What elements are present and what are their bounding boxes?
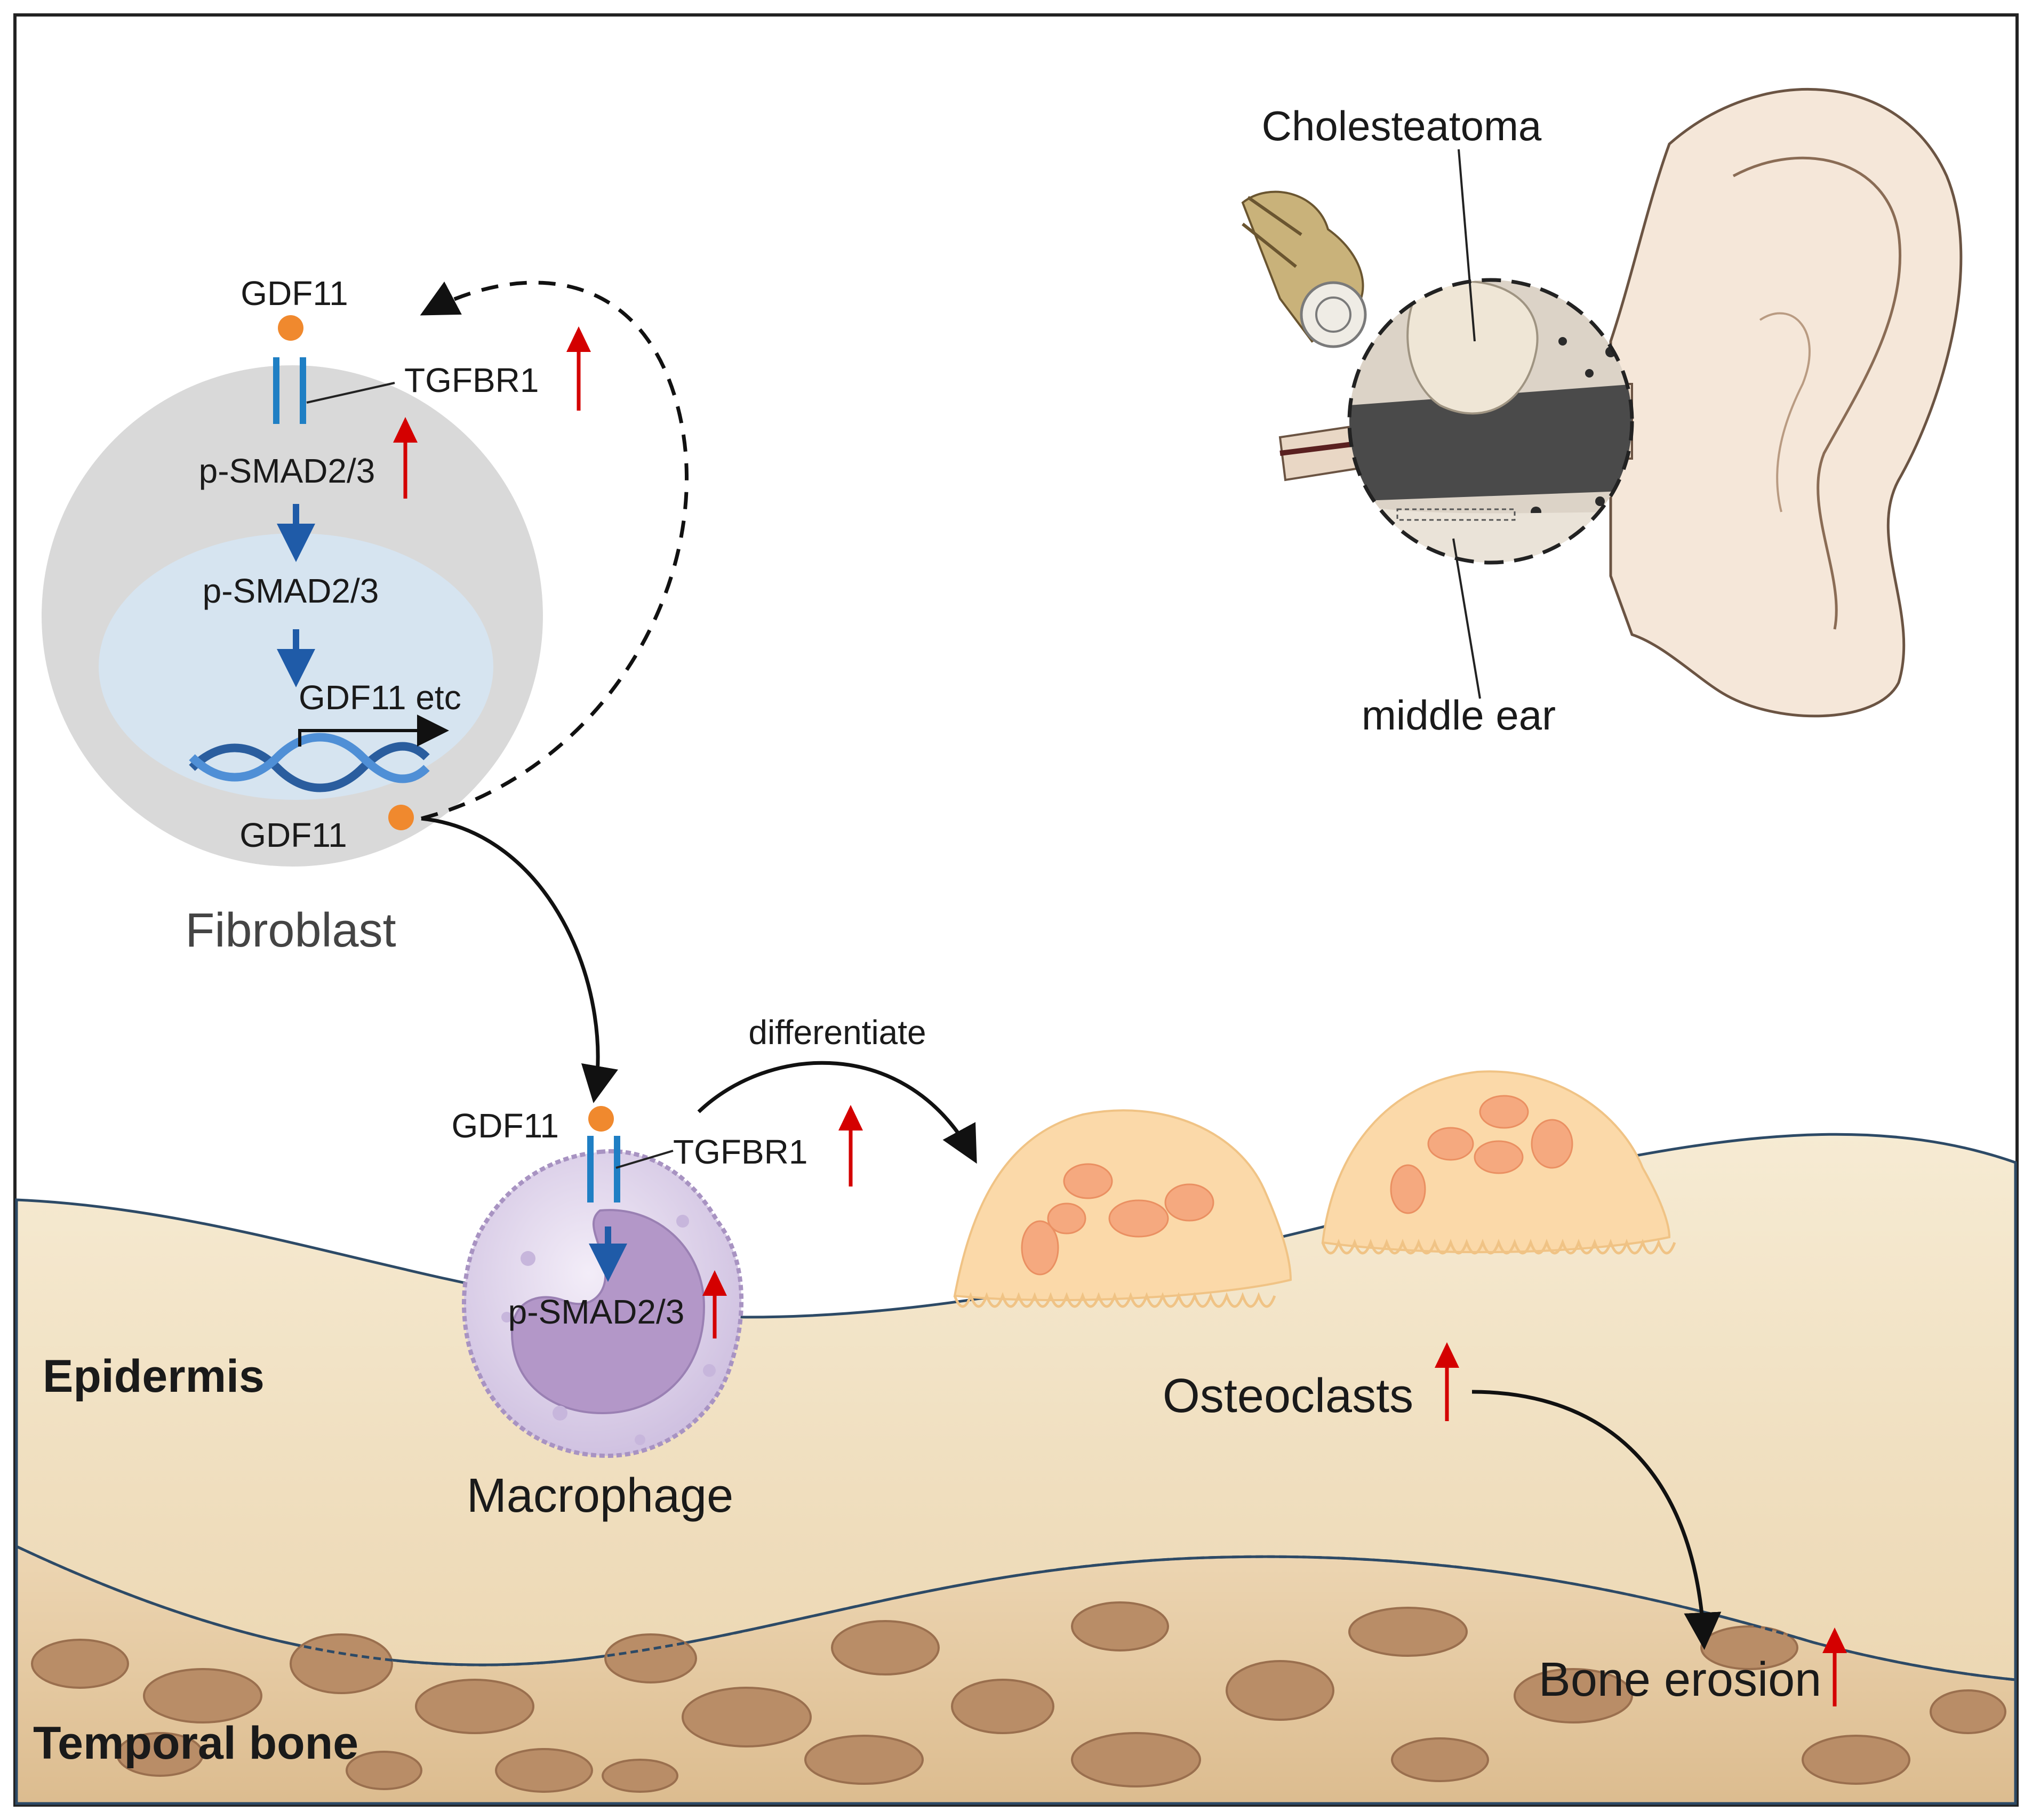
macrophage-label: Macrophage: [467, 1469, 733, 1522]
cholesteatoma-mass: [1406, 280, 1539, 415]
up-arrow-osteoclasts: [1435, 1342, 1459, 1421]
ear-illustration: Cholesteatoma middle ear: [1241, 87, 1963, 739]
osteoclast-2: [1321, 1070, 1676, 1255]
erosion-arrow: [1471, 1390, 1722, 1650]
middle-ear-label: middle ear: [1362, 692, 1556, 739]
gdf11-ligand-top: [278, 315, 303, 341]
magnified-region: [1347, 278, 1634, 565]
macrophage-receptor: [587, 1136, 620, 1202]
autocrine-loop-arrow: [420, 280, 689, 821]
bone-erosion-label: Bone erosion: [1539, 1653, 1821, 1706]
temporal-bone-label: Temporal bone: [33, 1718, 358, 1769]
epidermis-label: Epidermis: [43, 1351, 265, 1402]
fibroblast-cell: GDF11 TGFBR1 p-SMAD2/3 p-SMAD2/3 GDF11 e…: [42, 274, 543, 957]
transcription-arrow: [298, 715, 449, 747]
outer-ear: [1609, 87, 1963, 718]
fibroblast-receptor: [273, 357, 306, 424]
fibroblast-receptor-label: TGFBR1: [404, 361, 539, 399]
up-arrow-psmad-fibroblast: [393, 417, 418, 499]
differentiate-arrow: [697, 1061, 977, 1164]
cholesteatoma-label: Cholesteatoma: [1262, 102, 1542, 149]
cochlea: [1300, 281, 1367, 348]
macrophage-cell: GDF11 TGFBR1 p-SMAD2/3 Macrophage: [451, 1106, 807, 1522]
differentiate-label: differentiate: [748, 1013, 926, 1052]
up-arrow-tgfbr1-fibroblast: [566, 326, 591, 411]
macrophage-psmad-label: p-SMAD2/3: [508, 1293, 685, 1331]
psmad-nucleus-label: p-SMAD2/3: [203, 572, 379, 610]
bone-pits: [31, 1601, 2006, 1793]
up-arrow-tgfbr1-macrophage: [838, 1105, 863, 1186]
cholesteatoma-leader: [1458, 149, 1476, 342]
up-arrow-psmad-macrophage: [702, 1270, 727, 1338]
macrophage-receptor-label: TGFBR1: [673, 1133, 807, 1171]
gdf11-top-label: GDF11: [241, 274, 348, 312]
gdf11-ligand-secreted: [388, 805, 414, 830]
middle-ear-leader: [1452, 538, 1481, 699]
dna-helix: [189, 733, 430, 792]
fibroblast-label: Fibroblast: [185, 904, 396, 957]
gdf11-secreted-label: GDF11: [239, 816, 347, 854]
osteoclast-1: [953, 1109, 1292, 1308]
up-arrow-bone-erosion: [1822, 1627, 1847, 1706]
temporal-bone-layer: [15, 1544, 2017, 1805]
figure-border: [13, 13, 2019, 1807]
paracrine-arrow: [421, 816, 618, 1103]
macrophage-gdf11-label: GDF11: [451, 1107, 559, 1145]
gdf11-ligand-macrophage: [588, 1106, 614, 1132]
gene-label: GDF11 etc: [299, 678, 461, 717]
osteoclasts-label: Osteoclasts: [1163, 1369, 1413, 1423]
psmad-membrane-label: p-SMAD2/3: [199, 452, 375, 490]
